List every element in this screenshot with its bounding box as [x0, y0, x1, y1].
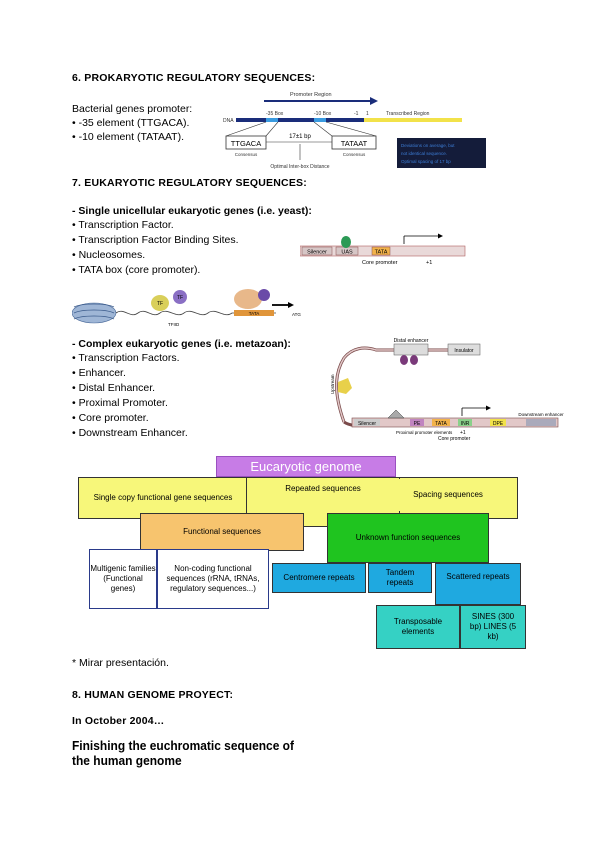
meta-pe: PE — [414, 421, 421, 427]
yeast-tata: TATA — [375, 250, 388, 256]
minus1-label: -1 — [354, 111, 359, 117]
nucleosome-figure: TF TF TATA ATG TFIID — [72, 289, 301, 327]
box10-label: -10 Box — [314, 111, 332, 117]
meta-upstream: Upstream — [330, 374, 335, 394]
section-6-bullet-2: • -10 element (TATAAT). — [72, 131, 185, 143]
sines-label: SINES (300 bp) LINES (5 kb) — [460, 605, 526, 649]
complex-item-4: • Proximal Promoter. — [72, 397, 168, 409]
single-copy-label: Single copy functional gene sequences — [80, 479, 246, 517]
spacing-label: 17±1 bp — [289, 134, 311, 140]
complex-item-5: • Core promoter. — [72, 412, 149, 424]
genome-paper-title-line-2: the human genome — [72, 753, 182, 768]
consensus-2: Consensus — [343, 152, 366, 157]
transcribed-strand — [364, 118, 462, 122]
meta-dpe: DPE — [493, 421, 504, 427]
yeast-promoter-figure: Silencer UAS TATA Core promoter +1 — [300, 233, 466, 266]
single-item-1: • Transcription Factor. — [72, 219, 174, 231]
single-genes-title-text: Single unicellular eukaryotic genes (i.e… — [78, 205, 312, 217]
single-item-2: • Transcription Factor Binding Sites. — [72, 234, 239, 246]
nuc-atg: ATG — [292, 312, 301, 317]
yeast-core-label: Core promoter — [362, 260, 398, 266]
nuc-tf: TF — [157, 301, 163, 307]
complex-item-6: • Downstream Enhancer. — [72, 427, 188, 439]
nuc-tata: TATA — [249, 311, 260, 316]
presentation-note: * Mirar presentación. — [72, 657, 169, 669]
box35-label: -35 Box — [266, 111, 284, 117]
centromere-label: Centromere repeats — [272, 563, 366, 593]
genome-paper-title: Finishing the euchromatic sequence of th… — [72, 738, 294, 768]
dna-strand — [236, 118, 364, 122]
meta-inr: INR — [461, 421, 470, 427]
seq10: TATAAT — [341, 139, 368, 148]
section-6-heading: 6. PROKARYOTIC REGULATORY SEQUENCES: — [72, 72, 316, 84]
complex-genes-title-text: Complex eukaryotic genes (i.e. metazoan)… — [78, 338, 291, 350]
meta-plus1: +1 — [460, 430, 466, 436]
seq35: TTGACA — [231, 139, 261, 148]
meta-distal: Distal enhancer — [394, 338, 429, 344]
box35-mark — [266, 118, 278, 122]
consensus-1: Consensus — [235, 152, 258, 157]
meta-prox: Proximal promoter elements — [396, 430, 453, 435]
dna-label: DNA — [223, 118, 234, 124]
single-item-3: • Nucleosomes. — [72, 249, 146, 261]
yeast-plus1: +1 — [426, 260, 432, 266]
transcribed-label: Transcribed Region — [386, 111, 430, 117]
complex-genes-title: - Complex eukaryotic genes (i.e. metazoa… — [72, 338, 291, 350]
functional-label: Functional sequences — [140, 513, 304, 551]
note-line-1: Deviations on average, but — [401, 143, 455, 148]
complex-item-3: • Distal Enhancer. — [72, 382, 156, 394]
yeast-uas: UAS — [341, 250, 353, 256]
genome-paper-title-line-1: Finishing the euchromatic sequence of — [72, 738, 294, 753]
genome-title: Eucaryotic genome — [216, 456, 396, 477]
single-genes-title: - Single unicellular eukaryotic genes (i… — [72, 205, 312, 217]
transposable-label: Transposable elements — [376, 605, 460, 649]
meta-silencer: Silencer — [358, 421, 376, 427]
multigenic-label: Multigenic families (Functional genes) — [89, 549, 157, 609]
complex-item-2: • Enhancer. — [72, 367, 126, 379]
note-box — [397, 138, 486, 168]
note-line-2: not identical sequence. — [401, 151, 447, 156]
meta-core: Core promoter — [438, 436, 471, 442]
unknown-label: Unknown function sequences — [327, 513, 489, 563]
section-7-heading: 7. EUKARYOTIC REGULATORY SEQUENCES: — [72, 177, 307, 189]
section-6-bullet-1: • -35 element (TTGACA). — [72, 117, 190, 129]
nuc-tf2: TF — [177, 295, 183, 301]
noncoding-label: Non-coding functional sequences (rRNA, t… — [157, 549, 269, 609]
single-item-4: • TATA box (core promoter). — [72, 264, 201, 276]
note-line-3: Optimal spacing of 17 bp — [401, 159, 451, 164]
section-8-date: In October 2004… — [72, 715, 165, 727]
prokaryotic-promoter-figure: Promoter Region -35 Box -10 Box -1 1 Tra… — [223, 92, 486, 170]
yeast-silencer: Silencer — [307, 250, 327, 256]
scattered-label: Scattered repeats — [435, 563, 521, 605]
complex-item-1: • Transcription Factors. — [72, 352, 180, 364]
spacing-label-box: Spacing sequences — [380, 479, 516, 511]
meta-tata: TATA — [435, 421, 447, 427]
meta-insulator: Insulator — [454, 348, 474, 354]
promoter-region-label: Promoter Region — [290, 92, 332, 98]
plus1-label: 1 — [366, 111, 369, 117]
nuc-bottom-label: TFIID — [168, 322, 180, 327]
meta-downstream: Downstream enhancer — [518, 412, 564, 417]
tandem-label: Tandem repeats — [368, 563, 432, 593]
box10-mark — [314, 118, 326, 122]
section-6-intro: Bacterial genes promoter: — [72, 103, 193, 115]
metazoan-promoter-figure: Distal enhancer Insulator Upstream Silen… — [330, 338, 564, 442]
optimal-label: Optimal Inter-box Distance — [270, 164, 329, 170]
section-8-heading: 8. HUMAN GENOME PROYECT: — [72, 689, 234, 701]
